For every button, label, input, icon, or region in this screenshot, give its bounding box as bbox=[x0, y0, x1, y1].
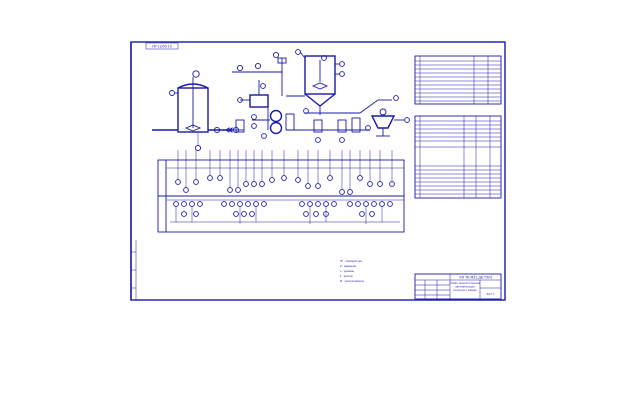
atomizer-icon bbox=[311, 82, 329, 90]
sheet-label: Лист 1 bbox=[486, 293, 495, 296]
heat-exchanger bbox=[249, 94, 269, 108]
pump-icon bbox=[269, 109, 283, 123]
specification-table-lower bbox=[414, 115, 502, 199]
legend-line-3: L - уровень bbox=[340, 270, 355, 273]
specification-table-upper bbox=[414, 55, 502, 105]
title-line-3: молочного завода bbox=[454, 289, 477, 292]
spray-dryer bbox=[304, 55, 336, 95]
panel-instrument-bubbles bbox=[173, 201, 393, 217]
agitator-icon bbox=[184, 124, 202, 132]
pump-icon bbox=[269, 121, 283, 135]
legend-line-1: ТЕ - температура bbox=[340, 260, 362, 263]
legend-line-5: М - электропривод bbox=[340, 280, 364, 283]
instrument-bubble bbox=[192, 70, 200, 78]
drawing-number-stamp-text: ПР 12/09 10 bbox=[152, 45, 172, 49]
drawing-designation: КП ТК-МЗ1.ДБ.ТХН1 bbox=[459, 276, 492, 280]
title-line-1: Схема технологическая bbox=[450, 282, 481, 285]
legend-line-2: Р - давление bbox=[340, 265, 356, 268]
process-equipment bbox=[152, 49, 410, 152]
sheet-frame bbox=[130, 41, 506, 301]
separator bbox=[370, 115, 396, 129]
pump-icon bbox=[213, 126, 221, 134]
drawing-number-stamp: ПР 12/09 10 bbox=[145, 42, 179, 50]
legend: ТЕ - температура Р - давление L - уровен… bbox=[340, 260, 364, 283]
title-block: КП ТК-МЗ1.ДБ.ТХН1 Схема технологическая … bbox=[414, 273, 502, 300]
legend-line-4: F - расход bbox=[340, 275, 353, 278]
field-instrument-bubbles bbox=[175, 175, 395, 195]
automation-panel bbox=[157, 150, 405, 233]
title-line-2: автоматизации bbox=[455, 286, 475, 289]
